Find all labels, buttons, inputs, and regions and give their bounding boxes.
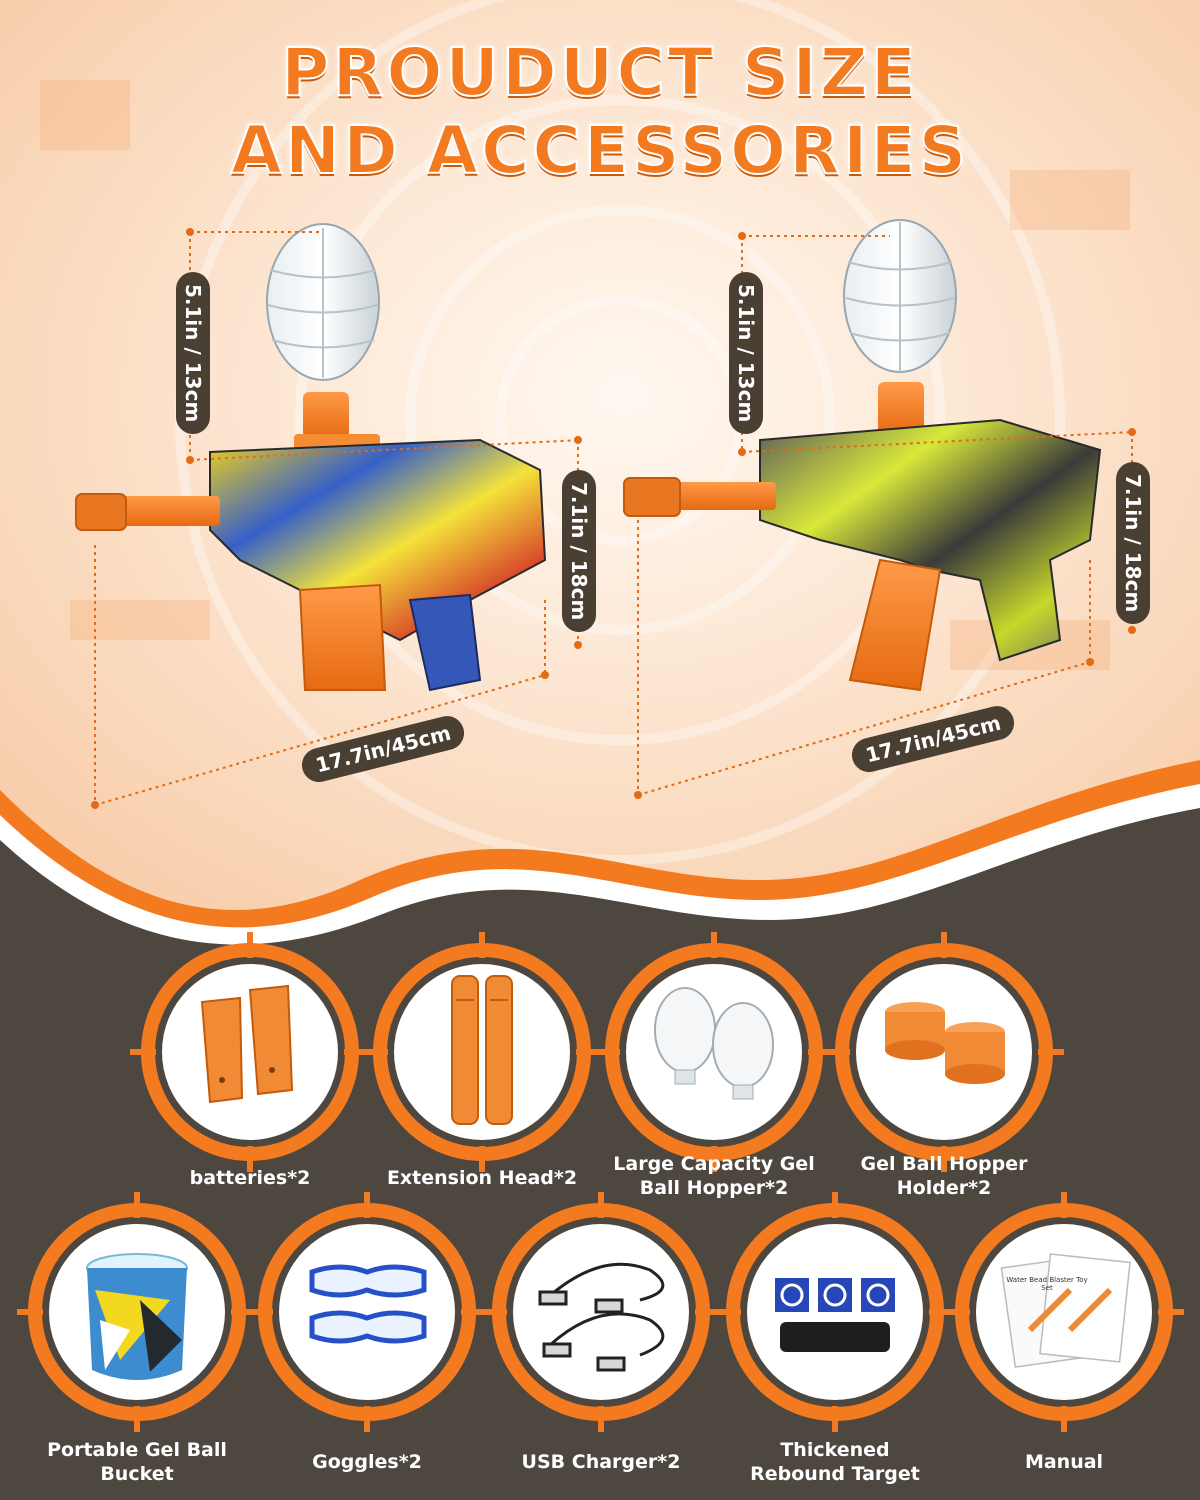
right-hopper-height-label: 5.1in / 13cm xyxy=(729,272,763,435)
extension-head-icon xyxy=(451,975,513,1125)
left-hopper-height-label: 5.1in / 13cm xyxy=(176,272,210,435)
magazine-battery-icon xyxy=(200,984,294,1104)
title-line-1: PROUDUCT SIZE xyxy=(280,33,919,112)
label-bucket: Portable Gel Ball Bucket xyxy=(47,1439,227,1485)
right-gun-height-label: 7.1in / 18cm xyxy=(1116,462,1150,625)
label-usb-charger: USB Charger*2 xyxy=(521,1451,681,1473)
manual-icon xyxy=(1000,1253,1131,1368)
right-gun xyxy=(623,219,1102,692)
hopper-holder-icon xyxy=(885,1002,1005,1084)
left-gun-height-label: 7.1in / 18cm xyxy=(562,470,596,633)
label-hopper-holder: Gel Ball Hopper Holder*2 xyxy=(860,1153,1028,1199)
goggles-icon xyxy=(309,1264,427,1344)
label-manual: Manual xyxy=(1024,1451,1104,1473)
left-gun xyxy=(75,223,547,692)
crosshair-extension-head xyxy=(362,932,602,1172)
label-rebound-target: Thickened Rebound Target xyxy=(750,1439,920,1485)
label-gel-ball-hopper: Large Capacity Gel Ball Hopper*2 xyxy=(613,1153,815,1199)
rebound-target-icon xyxy=(775,1278,895,1352)
manual-cover-text: Water Bead Blaster Toy Set xyxy=(1006,1276,1088,1292)
left-dimension-dots xyxy=(91,228,582,809)
label-extension-head: Extension Head*2 xyxy=(386,1167,578,1189)
right-dimension-dots xyxy=(634,232,1136,799)
label-batteries: batteries*2 xyxy=(189,1167,311,1189)
gel-ball-hopper-icon xyxy=(654,987,774,1100)
usb-charger-icon xyxy=(538,1262,665,1372)
label-goggles: Goggles*2 xyxy=(312,1451,422,1473)
bucket-icon xyxy=(86,1253,188,1380)
title-line-2: AND ACCESSORIES xyxy=(230,111,970,190)
